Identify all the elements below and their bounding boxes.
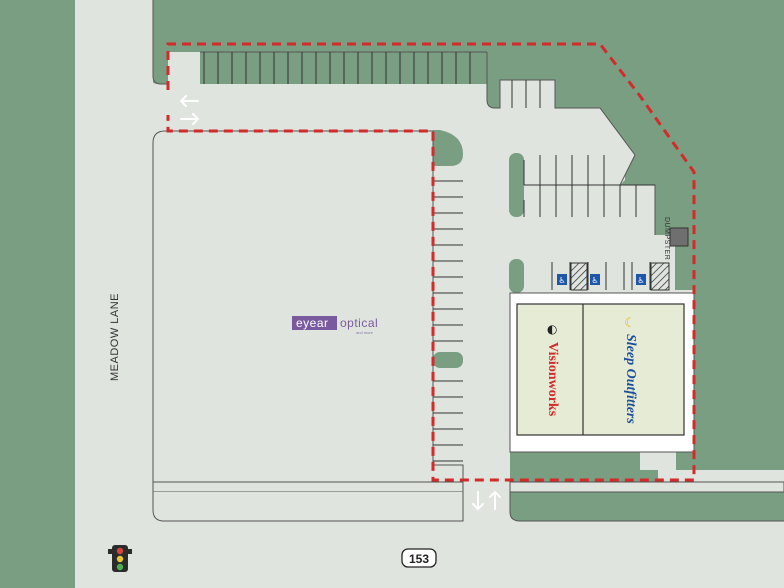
route-153-shield: 153 [401,548,437,568]
tenant-visionworks: ◒ Visionworks [545,325,560,417]
svg-text:♿: ♿ [591,276,598,285]
tenant-eyear-optical: eyear optical and more [292,316,378,335]
traffic-light-icon [108,545,132,572]
visionworks-label: Visionworks [545,342,560,417]
optical-label: optical [340,316,378,330]
parking-stripes-right-lot [523,155,655,290]
pad-south-curb [152,492,464,522]
sleep-outfitters-moon-icon: ☾ [624,316,636,331]
eyear-label: eyear [296,316,329,330]
parking-stripes-top [203,52,541,108]
sidewalk-strip-right [509,481,784,493]
route-153-label: 153 [409,552,429,566]
tenant-sleep-outfitters: ☾ Sleep Outfitters [623,316,638,424]
retail-building [509,292,695,453]
dumpster-label: DUMPSTER [663,217,670,260]
two-way-arrow-icon [179,95,200,125]
svg-text:♿: ♿ [558,276,565,285]
hatched-zone-left [570,262,588,291]
hatched-zone-right [650,262,670,291]
visionworks-logo-icon: ◒ [546,325,560,335]
dumpster-box [669,227,689,247]
site-boundary [166,42,696,482]
parking-stripes-column [433,180,463,462]
south-entry-arrows-icon [472,490,501,511]
eyear-badge [292,316,337,330]
svg-text:♿: ♿ [637,276,644,285]
sidewalk-strip [152,481,464,493]
sleep-outfitters-label: Sleep Outfitters [623,334,638,424]
grass-islands [153,0,784,521]
accessible-parking-icon: ♿ ♿ ♿ [557,274,646,285]
eyear-sub-label: and more [356,330,374,335]
eyear-optical-pad [152,130,464,483]
meadow-lane-label: MEADOW LANE [109,293,121,381]
